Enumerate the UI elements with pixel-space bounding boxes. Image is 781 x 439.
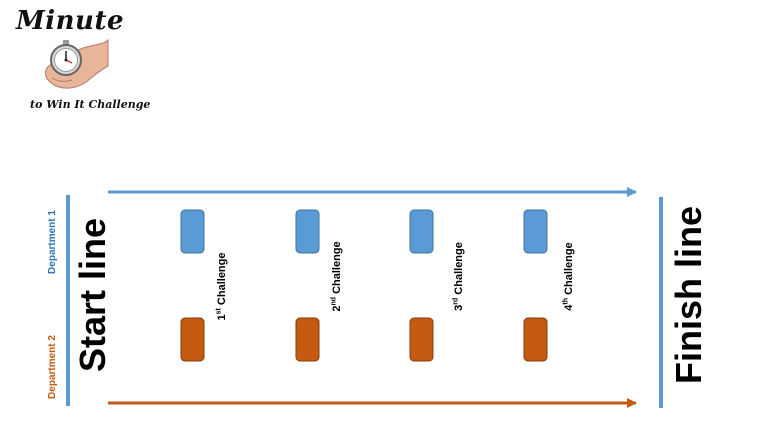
challenge-4-label: 4th Challenge bbox=[562, 242, 576, 311]
challenge-3-label: 3rd Challenge bbox=[452, 242, 466, 311]
finish-line-bar bbox=[659, 197, 663, 408]
challenge-3-dept-2-box bbox=[409, 317, 434, 362]
logo-title: Minute bbox=[16, 6, 125, 36]
start-line-label: Start line bbox=[72, 217, 113, 373]
start-line-bar bbox=[66, 195, 70, 406]
challenge-3-dept-1-box bbox=[409, 209, 434, 254]
challenge-2-dept-2-box bbox=[295, 317, 320, 362]
challenge-2-label: 2nd Challenge bbox=[330, 241, 344, 312]
department-2-label: Department 2 bbox=[47, 335, 58, 399]
stopwatch-in-hand-icon bbox=[38, 36, 110, 97]
challenge-4-dept-2-box bbox=[523, 317, 548, 362]
finish-line-label: Finish line bbox=[668, 206, 709, 385]
logo-subtitle: to Win It Challenge bbox=[30, 98, 151, 111]
challenge-1-dept-1-box bbox=[180, 209, 205, 254]
challenge-4-dept-1-box bbox=[523, 209, 548, 254]
challenge-1-label: 1st Challenge bbox=[215, 252, 229, 321]
department-1-label: Department 1 bbox=[47, 210, 58, 274]
challenge-1-dept-2-box bbox=[180, 317, 205, 362]
challenge-2-dept-1-box bbox=[295, 209, 320, 254]
